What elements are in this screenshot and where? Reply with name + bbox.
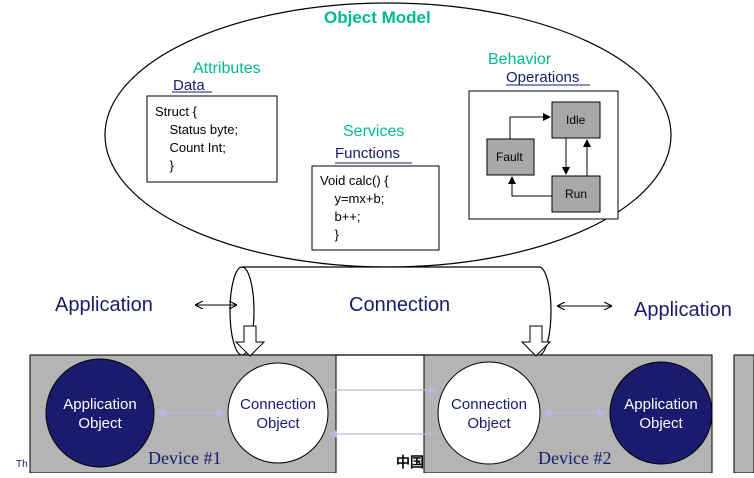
connection-cylinder-body (242, 266, 552, 356)
device-1-conn-object-line1: Connection (240, 396, 316, 413)
down-arrow-device-1 (234, 325, 266, 357)
device-1-application-object (45, 358, 155, 468)
right-application-label: Application (634, 299, 732, 321)
device-2-conn-object-line1: Connection (451, 396, 527, 413)
device-2-app-object-line2: Object (639, 415, 683, 432)
code-line: y=mx+b; (320, 191, 385, 206)
device-1-app-object-line2: Object (78, 415, 122, 432)
code-line: } (320, 227, 339, 242)
idle-state-label: Idle (566, 113, 586, 127)
footer-center-glyph: 中国 (396, 454, 424, 470)
fault-state-label: Fault (496, 150, 523, 164)
footer-left-text: Th (16, 459, 28, 470)
device-2-label: Device #2 (538, 448, 612, 468)
diagram-title: Object Model (324, 8, 431, 27)
partial-panel-right (733, 354, 754, 474)
device-1-conn-object-line2: Object (256, 415, 300, 432)
connection-label: Connection (349, 294, 451, 316)
fault-state (486, 138, 535, 176)
code-line: Status byte; (155, 122, 239, 137)
idle-state (551, 101, 601, 139)
run-to-fault-arrow (508, 176, 552, 197)
behavior-heading: Behavior (488, 51, 552, 68)
down-arrow-device-2 (520, 325, 552, 357)
left-application-label: Application (55, 294, 153, 316)
operations-subheading: Operations (506, 69, 580, 86)
code-line: b++; (320, 209, 361, 224)
device-1-label: Device #1 (148, 448, 222, 468)
data-subheading: Data (173, 77, 205, 94)
attributes-code: Struct { Status byte; Count Int; } (155, 103, 238, 175)
device-2-application-object (609, 361, 713, 465)
code-line: Void calc() { (320, 173, 389, 188)
fault-to-idle-arrow (509, 113, 551, 139)
device-2-app-object-line1: Application (624, 396, 698, 413)
attributes-box (146, 95, 278, 183)
services-heading: Services (343, 123, 405, 140)
code-line: Struct { (155, 104, 197, 119)
attributes-heading: Attributes (193, 60, 261, 77)
code-line: } (155, 158, 174, 173)
services-box (311, 165, 440, 251)
code-line: Count Int; (155, 140, 226, 155)
device-1-app-object-line1: Application (63, 396, 137, 413)
run-state-label: Run (565, 187, 588, 201)
device-1-connection-object (227, 362, 329, 464)
run-state (551, 175, 601, 213)
device-2-conn-object-line2: Object (467, 415, 511, 432)
services-code: Void calc() { y=mx+b; b++; } (320, 172, 389, 244)
functions-subheading: Functions (335, 145, 401, 162)
device-2-connection-object (437, 361, 541, 465)
